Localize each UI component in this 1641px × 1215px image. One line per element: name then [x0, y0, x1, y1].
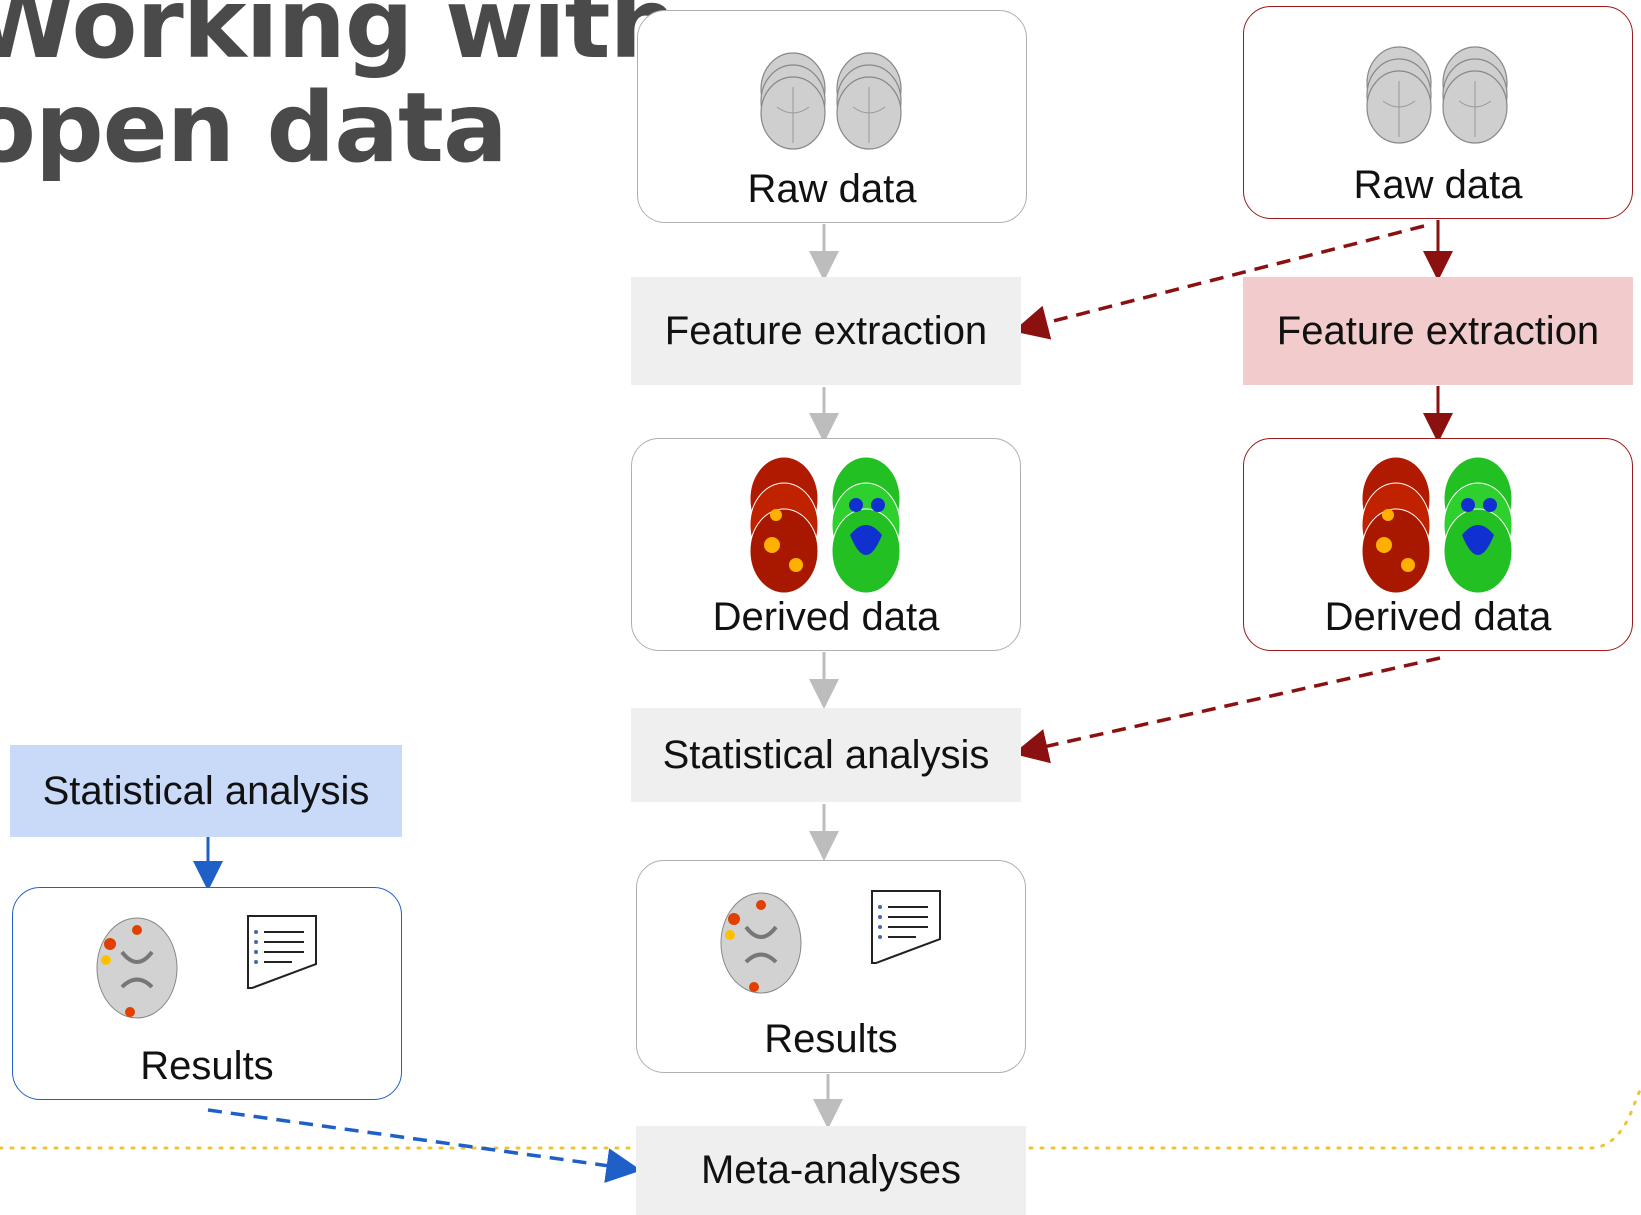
left-results-box: Results: [12, 887, 402, 1100]
activation-map-icon: [1361, 456, 1513, 594]
center-results-icons: [716, 887, 946, 997]
brain-scan-icon: [720, 892, 802, 994]
center-stats-label: Statistical analysis: [662, 732, 990, 777]
right-raw-label: Raw data: [1353, 163, 1523, 207]
center-meta-analyses: Meta-analyses: [636, 1126, 1026, 1215]
center-raw-label: Raw data: [747, 167, 917, 211]
title-line-1: Working with: [0, 0, 678, 80]
left-statistical-analysis: Statistical analysis: [10, 745, 402, 837]
derived-map-icons: [746, 455, 906, 595]
slide-title: Working with open data: [0, 0, 678, 184]
boundary-dotted-line: [0, 1088, 1641, 1150]
results-table-icon: [871, 890, 941, 964]
title-line-2: open data: [0, 72, 508, 184]
brain-scan-icon: [760, 52, 902, 150]
activation-map-icon: [749, 456, 901, 594]
raw-scan-icons: [757, 47, 907, 157]
brain-scan-icon: [96, 917, 178, 1019]
brain-scan-icon: [1366, 46, 1508, 144]
right-derived-label: Derived data: [1324, 595, 1552, 639]
center-results-label: Results: [764, 1017, 898, 1061]
center-derived-data-box: Derived data: [631, 438, 1021, 651]
right-derived-map-icons: [1358, 455, 1518, 595]
right-raw-scan-icons: [1363, 41, 1513, 151]
center-meta-label: Meta-analyses: [700, 1148, 962, 1192]
right-raw-data-box: Raw data: [1243, 6, 1633, 219]
left-results-label: Results: [140, 1044, 274, 1088]
center-derived-label: Derived data: [712, 595, 940, 639]
right-derived-data-box: Derived data: [1243, 438, 1633, 651]
center-feature-extraction: Feature extraction: [631, 277, 1021, 385]
center-results-box: Results: [636, 860, 1026, 1073]
right-feature-label: Feature extraction: [1276, 308, 1600, 353]
center-raw-data-box: Raw data: [637, 10, 1027, 223]
dashed-arrow-derived-to-stats: [1012, 656, 1441, 764]
results-table-icon: [247, 915, 317, 989]
right-feature-extraction: Feature extraction: [1243, 277, 1633, 385]
left-results-icons: [92, 912, 322, 1022]
center-statistical-analysis: Statistical analysis: [631, 708, 1021, 802]
center-feature-label: Feature extraction: [664, 308, 988, 353]
left-stats-label: Statistical analysis: [42, 768, 370, 813]
dashed-arrow-results-to-meta: [207, 1108, 642, 1183]
